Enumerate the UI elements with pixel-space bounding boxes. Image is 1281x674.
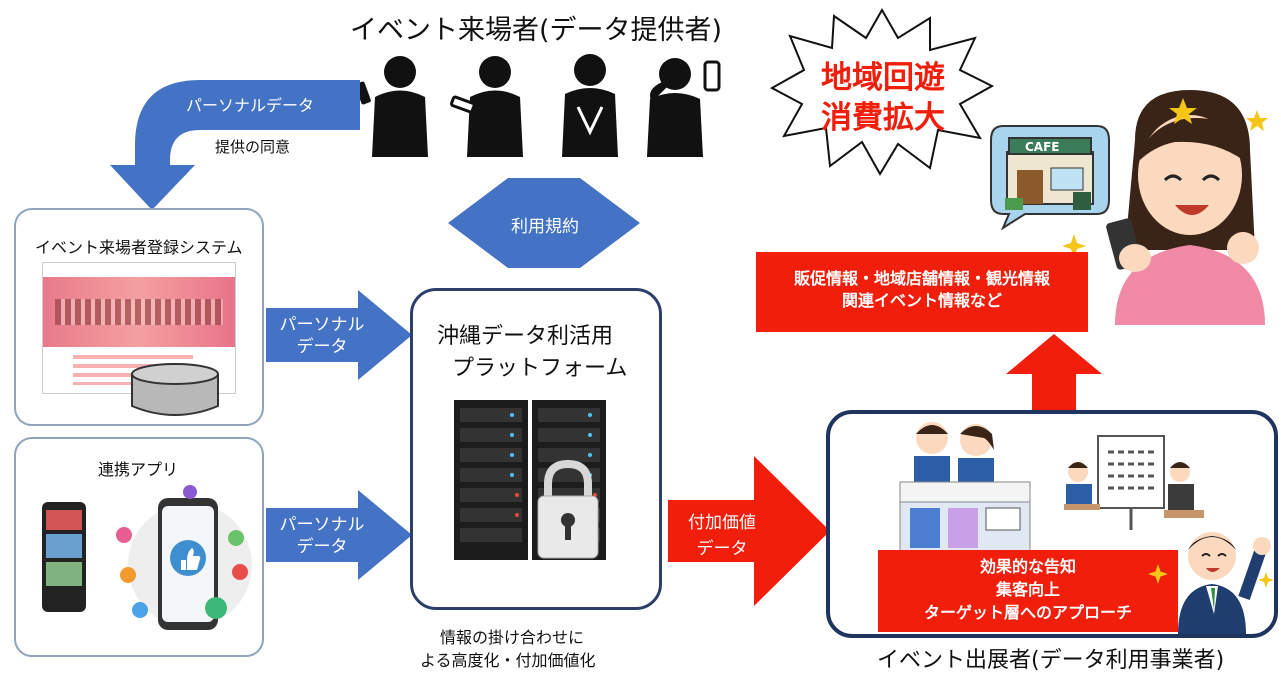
server-rack-icon — [454, 400, 606, 560]
platform-caption-line1: 情報の掛け合わせに — [440, 628, 585, 647]
consent-curved-arrow — [110, 80, 360, 210]
sparkle-icon — [1062, 234, 1086, 258]
platform-title-line1: 沖縄データ利活用 — [437, 324, 614, 349]
woman-with-phone-illustration — [1106, 90, 1268, 325]
database-cylinder-icon — [131, 363, 219, 416]
presentation-illustration — [1064, 435, 1204, 530]
up-arrow — [1006, 334, 1102, 416]
registration-screenshot — [42, 262, 236, 394]
visitor-silhouettes — [355, 54, 721, 157]
person-phone-1-icon — [355, 56, 428, 157]
person-phone-4-icon — [647, 58, 721, 157]
value-added-data-arrow — [668, 456, 830, 606]
platform-caption-line2: よる高度化・付加価値化 — [420, 651, 596, 670]
personal-data-arrow-2-line2: データ — [296, 537, 348, 557]
exhibitor-caption: イベント出展者(データ利用事業者) — [877, 648, 1225, 673]
businessman-illustration — [1178, 532, 1274, 634]
burst-line2: 消費拡大 — [821, 100, 945, 136]
burst-line1: 地域回遊 — [821, 60, 945, 96]
personal-data-arrow-1 — [266, 290, 412, 380]
sparkle-icon — [1148, 564, 1168, 584]
value-arrow-line1: 付加価値 — [688, 513, 756, 533]
exhibitors-booth-illustration — [899, 422, 1031, 552]
burst-shape — [770, 8, 995, 176]
personal-data-arrow-1-line2: データ — [296, 337, 348, 357]
consent-note: 提供の同意 — [215, 138, 291, 156]
linked-app-title: 連携アプリ — [98, 460, 179, 479]
consent-arrow-label: パーソナルデータ — [186, 96, 315, 115]
benefit-item: ターゲット層へのアプローチ — [923, 603, 1132, 622]
person-phone-2-icon — [450, 56, 523, 157]
cafe-sign: CAFE — [1025, 140, 1060, 154]
benefits-banner: 効果的な告知 集客向上 ターゲット層へのアプローチ — [878, 550, 1178, 632]
cafe-bubble — [990, 125, 1110, 230]
personal-data-arrow-2 — [266, 490, 412, 580]
info-banner: 販促情報・地域店舗情報・観光情報 関連イベント情報など — [756, 252, 1088, 332]
benefit-item: 集客向上 — [995, 580, 1060, 599]
terms-label: 利用規約 — [511, 217, 579, 237]
info-banner-line1: 販促情報・地域店舗情報・観光情報 — [793, 269, 1050, 288]
personal-data-arrow-2-line1: パーソナル — [279, 515, 365, 535]
terms-diamond — [448, 178, 640, 268]
registration-title: イベント来場者登録システム — [35, 238, 243, 257]
platform-title-line2: プラットフォーム — [452, 356, 628, 381]
personal-data-arrow-1-line1: パーソナル — [279, 315, 365, 335]
person-phone-3-icon — [562, 54, 618, 157]
app-phones-illustration — [42, 485, 252, 630]
benefit-item: 効果的な告知 — [979, 557, 1076, 576]
value-arrow-line2: データ — [696, 539, 748, 559]
info-banner-line2: 関連イベント情報など — [841, 291, 1002, 310]
visitors-title: イベント来場者(データ提供者) — [350, 15, 723, 46]
